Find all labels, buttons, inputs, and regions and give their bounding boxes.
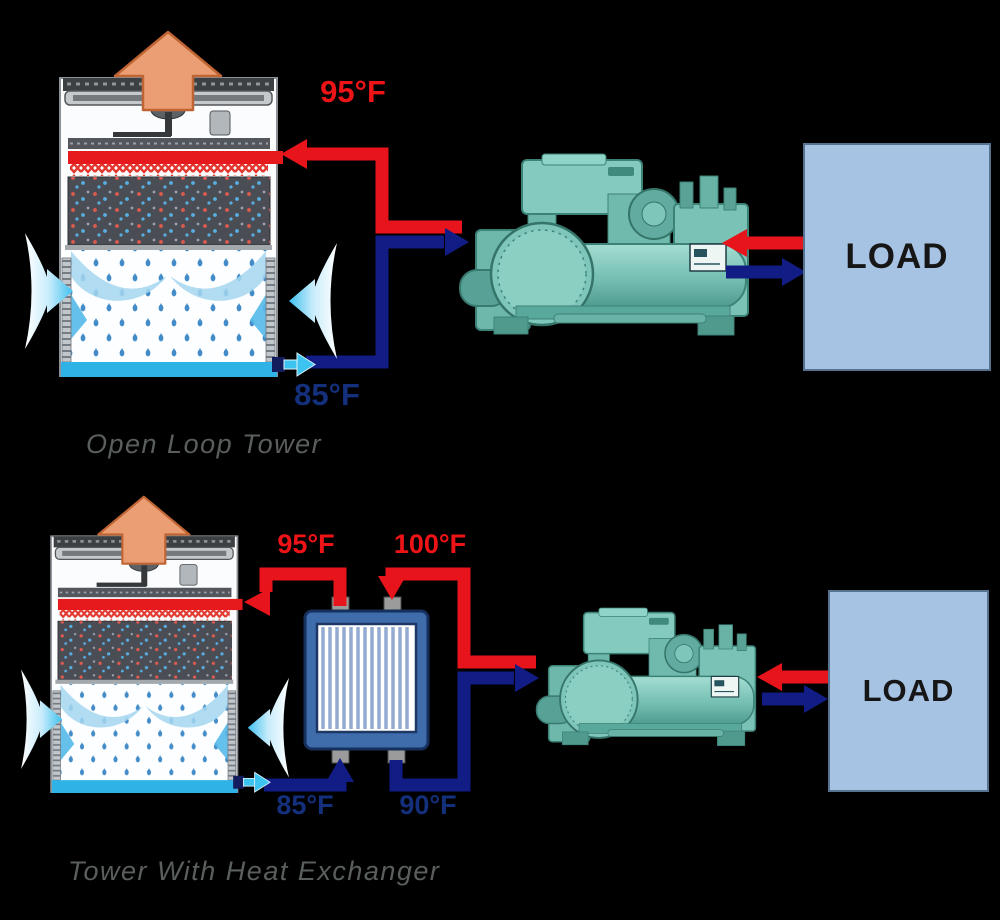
- open-loop-tower: [25, 30, 337, 377]
- hx-loop-tower: [20, 495, 290, 793]
- hot-flow-arrow-icon: [378, 576, 406, 600]
- cold-flow-arrow-icon: [326, 758, 354, 782]
- heat-exchanger: [303, 596, 430, 764]
- load-box: LOAD: [803, 143, 991, 371]
- hot-flow-arrow-icon: [244, 588, 270, 616]
- temp-label-tower-inlet: 95°F: [277, 529, 335, 559]
- hot-water-pipe: [302, 147, 462, 234]
- load-box: LOAD: [828, 590, 989, 792]
- diagram-caption-open-loop: Open Loop Tower: [86, 429, 323, 459]
- temp-label-tower-outlet: 85°F: [294, 377, 360, 412]
- hot-flow-arrow-icon: [757, 663, 782, 691]
- hot-flow-arrow-icon: [281, 139, 307, 169]
- hx-loop-pipes: [244, 567, 539, 792]
- open-loop-chiller: [458, 152, 750, 337]
- cold-water-pipe: [389, 671, 514, 792]
- cold-water-pipe: [306, 235, 444, 369]
- hot-water-pipe: [259, 567, 347, 606]
- hot-flow-arrow-icon: [722, 229, 747, 257]
- diagram-caption-hx-loop: Tower With Heat Exchanger: [68, 856, 441, 886]
- temp-label-hx-outlet: 90°F: [399, 790, 457, 820]
- temp-label-tower-outlet: 85°F: [276, 790, 334, 820]
- temp-label-tower-inlet: 95°F: [320, 74, 386, 109]
- load-label: LOAD: [845, 237, 949, 276]
- cold-flow-arrow-icon: [782, 258, 806, 286]
- load-label: LOAD: [862, 673, 955, 708]
- temp-label-hx-inlet: 100°F: [393, 529, 467, 559]
- hot-water-pipe: [385, 567, 536, 669]
- cold-flow-arrow-icon: [445, 228, 469, 256]
- cold-flow-arrow-icon: [515, 664, 539, 692]
- cold-flow-arrow-icon: [804, 685, 828, 713]
- load-pipes: [722, 229, 828, 713]
- open-loop-pipes: [281, 139, 469, 369]
- hx-loop-chiller: [535, 606, 757, 747]
